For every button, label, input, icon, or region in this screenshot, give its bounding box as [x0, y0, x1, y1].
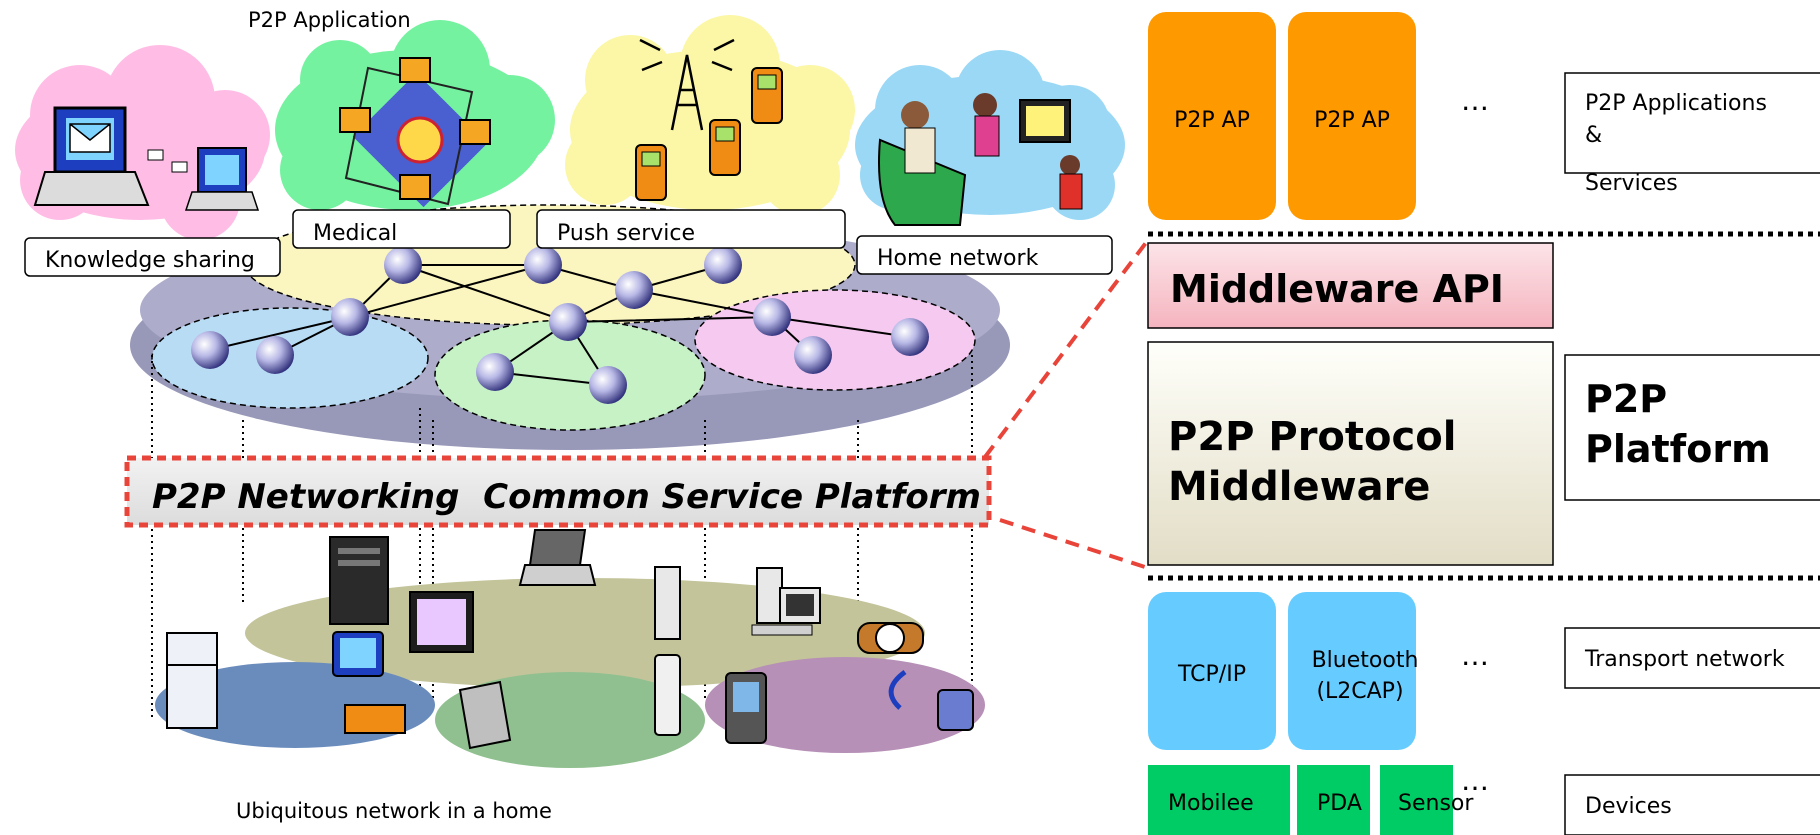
medical-network-icon — [339, 57, 491, 208]
cloud-medical — [275, 20, 555, 210]
p2p-ap-box-2-label: P2P AP — [1314, 108, 1390, 133]
side-label-platform-line2: Platform — [1585, 427, 1771, 471]
side-label-apps-line1: P2P Applications — [1585, 91, 1767, 116]
pc-tower-icon — [654, 566, 681, 640]
overlay-nodes — [191, 246, 929, 404]
p2p-ap-box-2 — [1288, 12, 1416, 220]
ubiquitous-network-label: Ubiquitous network in a home — [236, 799, 552, 823]
tv-icon — [332, 631, 384, 677]
push-service-text: Push service — [557, 221, 695, 246]
health-sensor-icon — [888, 669, 974, 731]
peer-node — [794, 336, 832, 374]
peer-node — [256, 336, 294, 374]
laptop-framed-icon — [409, 591, 474, 653]
desktop-computer-icon — [751, 567, 821, 636]
device-box-sensor-text: Sensor — [1398, 791, 1474, 816]
peer-node — [615, 271, 653, 309]
bluetooth-text-line2: (L2CAP) — [1316, 679, 1403, 704]
device-network — [155, 529, 985, 768]
middleware-api-box: Middleware API — [1147, 242, 1554, 329]
platform-banner-text: P2P Networking Common Service Platform — [152, 477, 981, 517]
device-box-sensor — [1380, 765, 1453, 835]
peer-node — [891, 318, 929, 356]
laptop-icon — [518, 529, 597, 586]
tcp-ip-text: TCP/IP — [1177, 662, 1246, 687]
side-label-apps: P2P Applications & Services — [1564, 72, 1820, 196]
device-box-pda — [1297, 765, 1370, 835]
bluetooth-box — [1288, 592, 1416, 750]
home-network-text: Home network — [877, 246, 1039, 271]
overlay-network — [130, 204, 1010, 450]
bluetooth-text-line1: Bluetooth — [1312, 648, 1419, 673]
router-icon — [344, 704, 406, 734]
side-label-apps-line3: Services — [1585, 171, 1678, 196]
app-label-push-service: Push service — [536, 209, 846, 249]
peer-node — [191, 331, 229, 369]
stack-app-layer: P2P AP P2P AP … — [1148, 12, 1489, 220]
mobile-phones-icon — [635, 67, 783, 201]
family-watching-tv-icon — [878, 93, 1083, 226]
stack-transport-layer: TCP/IP Bluetooth (L2CAP) … — [1148, 592, 1489, 750]
device-ellipsis: … — [1461, 764, 1489, 797]
protocol-middleware-line1: P2P Protocol — [1168, 414, 1456, 460]
p2p-application-label: P2P Application — [248, 8, 411, 32]
knowledge-sharing-text: Knowledge sharing — [45, 248, 255, 273]
peer-node — [331, 298, 369, 336]
side-label-devices-text: Devices — [1585, 794, 1672, 819]
antenna-tower-icon — [639, 38, 735, 131]
pda-device-icon — [458, 680, 512, 750]
device-disc-purple — [705, 657, 985, 753]
peer-node — [704, 246, 742, 284]
app-ellipsis: … — [1461, 84, 1489, 117]
medical-text: Medical — [313, 221, 397, 246]
transport-ellipsis: … — [1461, 639, 1489, 672]
platform-banner: P2P Networking Common Service Platform — [124, 455, 992, 528]
side-label-transport: Transport network — [1564, 627, 1820, 689]
device-box-mobile — [1148, 765, 1290, 835]
tcp-ip-box — [1148, 592, 1276, 750]
side-label-apps-line2: & — [1585, 123, 1602, 148]
cloud-push-service — [565, 15, 855, 215]
cloud-home-network — [855, 50, 1125, 226]
p2p-ap-box-1 — [1148, 12, 1276, 220]
middleware-api-text: Middleware API — [1170, 267, 1504, 311]
peer-node — [549, 303, 587, 341]
protocol-middleware-line2: Middleware — [1168, 464, 1430, 510]
side-label-platform: P2P Platform — [1564, 354, 1820, 501]
app-label-home-network: Home network — [856, 235, 1113, 275]
refrigerator-icon — [166, 632, 218, 729]
side-label-transport-text: Transport network — [1584, 647, 1785, 672]
zoom-lines — [983, 238, 1150, 570]
device-box-pda-text: PDA — [1317, 791, 1362, 816]
peer-node — [589, 366, 627, 404]
side-label-devices: Devices — [1564, 774, 1820, 835]
peer-node — [524, 246, 562, 284]
side-label-platform-line1: P2P — [1585, 377, 1667, 421]
peer-node — [476, 353, 514, 391]
computer-mail-icon — [33, 106, 260, 211]
stack-device-layer: Mobilee PDA Sensor … — [1148, 764, 1489, 835]
p2p-ap-box-1-label: P2P AP — [1174, 108, 1250, 133]
protocol-middleware-box: P2P Protocol Middleware — [1147, 341, 1554, 566]
cloud-knowledge-sharing — [15, 45, 270, 240]
mobile-sensor-icon — [725, 672, 767, 744]
group-green — [434, 319, 706, 431]
watch-icon — [857, 622, 924, 654]
server-tower-icon — [329, 536, 389, 625]
app-label-knowledge-sharing: Knowledge sharing — [24, 237, 281, 277]
cordless-phone-icon — [654, 654, 681, 736]
peer-node — [753, 298, 791, 336]
app-label-medical: Medical — [292, 209, 511, 249]
device-box-mobile-text: Mobilee — [1168, 791, 1254, 816]
peer-node — [384, 246, 422, 284]
group-pink — [694, 289, 976, 391]
